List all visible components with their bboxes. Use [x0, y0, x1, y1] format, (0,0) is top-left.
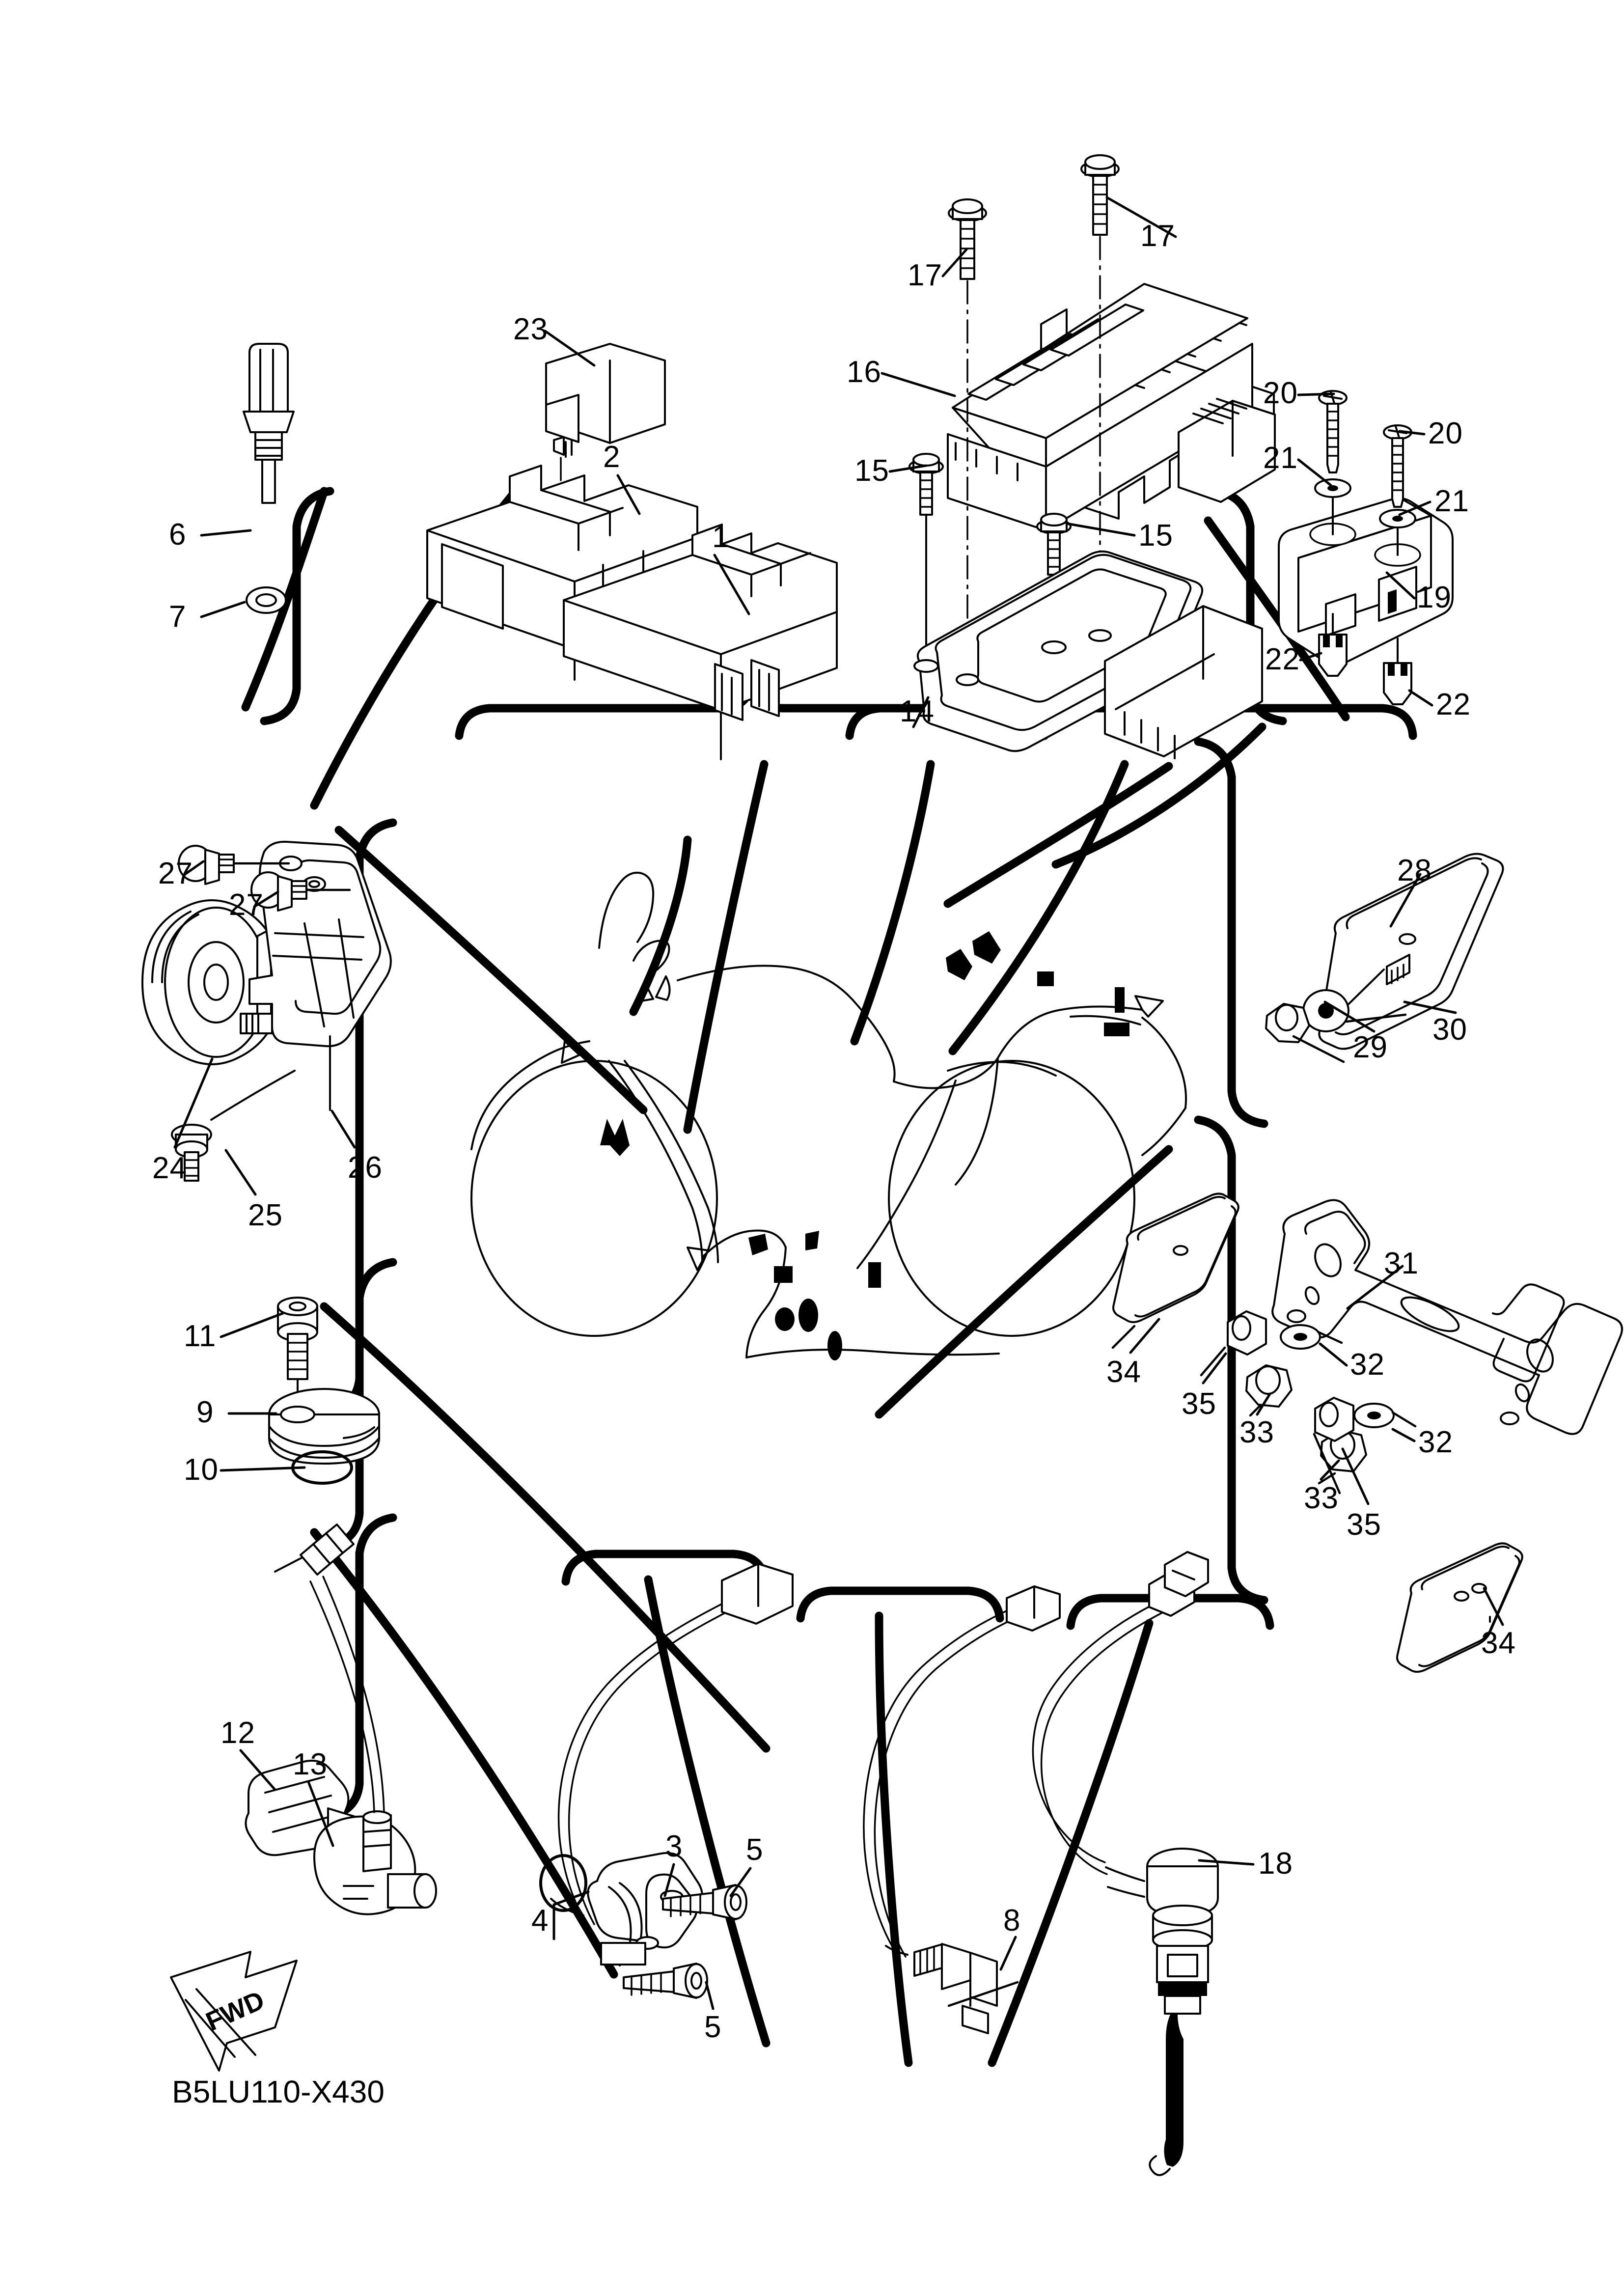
callout-30[interactable]: 30 — [1432, 1013, 1467, 1047]
callout-35a[interactable]: 35 — [1182, 1387, 1216, 1421]
callout-8[interactable]: 8 — [1003, 1904, 1021, 1938]
motorcycle-outline — [470, 872, 1187, 1358]
callout-34a[interactable]: 34 — [1106, 1355, 1141, 1389]
callout-26[interactable]: 26 — [348, 1151, 383, 1185]
part-8-oil-pressure-switch — [863, 1585, 1061, 2034]
callout-18[interactable]: 18 — [1258, 1847, 1293, 1881]
part-35-bolts — [1200, 1310, 1354, 1495]
callout-35b[interactable]: 35 — [1347, 1508, 1381, 1542]
part-7-washer — [246, 586, 287, 614]
callout-33a[interactable]: 33 — [1239, 1415, 1274, 1449]
callout-6[interactable]: 6 — [169, 518, 187, 552]
callout-17a[interactable]: 17 — [908, 258, 942, 292]
callout-3[interactable]: 3 — [665, 1829, 683, 1863]
callout-15b[interactable]: 15 — [1138, 519, 1173, 553]
part-16-rectifier-regulator — [947, 283, 1276, 531]
callout-27b[interactable]: 27 — [229, 888, 264, 922]
fwd-arrow: FWD — [170, 1951, 298, 2072]
callout-1[interactable]: 1 — [712, 520, 730, 554]
callout-21b[interactable]: 21 — [1434, 484, 1469, 518]
part-22-clips — [1318, 613, 1412, 705]
callout-13[interactable]: 13 — [293, 1747, 328, 1781]
callout-24[interactable]: 24 — [152, 1151, 187, 1185]
part-31-license-bracket — [1271, 1199, 1623, 1435]
part-29-nut — [1265, 1003, 1345, 1063]
callout-5a[interactable]: 5 — [746, 1833, 764, 1867]
callout-29[interactable]: 29 — [1353, 1030, 1388, 1064]
callout-9[interactable]: 9 — [196, 1395, 214, 1429]
diagram-code: B5LU110-X430 — [172, 2074, 385, 2109]
callout-32b[interactable]: 32 — [1418, 1425, 1453, 1459]
location-markers — [600, 931, 1129, 1360]
callout-15a[interactable]: 15 — [854, 454, 889, 488]
part-1-ecu — [563, 524, 838, 760]
callout-5b[interactable]: 5 — [704, 2010, 722, 2044]
callout-27a[interactable]: 27 — [158, 857, 193, 890]
part-13-brake-switch — [274, 1523, 437, 1915]
callout-10[interactable]: 10 — [184, 1453, 219, 1487]
part-28-reflector — [1318, 853, 1504, 1050]
callout-25[interactable]: 25 — [248, 1198, 283, 1232]
part-11-speed-sensor-bolt — [277, 1297, 318, 1421]
part-5-sensor-bolts — [623, 1884, 747, 1999]
part-20-screws — [1318, 390, 1412, 508]
part-6-coolant-temp-sensor — [243, 343, 295, 504]
callout-32a[interactable]: 32 — [1350, 1348, 1385, 1382]
part-18-sidestand-switch — [1032, 1551, 1219, 2176]
part-14-rectifier-stay — [913, 550, 1263, 759]
callout-22a[interactable]: 22 — [1265, 642, 1300, 676]
callout-21a[interactable]: 21 — [1263, 441, 1298, 475]
callout-19[interactable]: 19 — [1417, 581, 1452, 614]
callout-17b[interactable]: 17 — [1140, 219, 1175, 253]
callout-28[interactable]: 28 — [1397, 854, 1432, 887]
callout-12[interactable]: 12 — [220, 1716, 255, 1750]
callout-23[interactable]: 23 — [513, 312, 548, 346]
part-25-horn-bolt — [171, 1070, 296, 1182]
callout-2[interactable]: 2 — [603, 440, 621, 474]
callout-16[interactable]: 16 — [847, 355, 881, 389]
callout-22b[interactable]: 22 — [1436, 688, 1471, 721]
part-9-speed-sensor — [268, 1388, 380, 1465]
callout-14[interactable]: 14 — [900, 694, 935, 728]
callout-4[interactable]: 4 — [531, 1904, 549, 1938]
callout-20b[interactable]: 20 — [1428, 416, 1463, 450]
callout-20a[interactable]: 20 — [1263, 376, 1298, 410]
callout-34b[interactable]: 34 — [1481, 1626, 1516, 1660]
part-23-relay — [535, 343, 666, 547]
callout-7[interactable]: 7 — [169, 600, 187, 634]
callout-11[interactable]: 11 — [184, 1319, 217, 1353]
part-34-side-reflectors — [1111, 1192, 1523, 1673]
callout-33b[interactable]: 33 — [1304, 1481, 1339, 1515]
callout-31[interactable]: 31 — [1384, 1246, 1419, 1280]
